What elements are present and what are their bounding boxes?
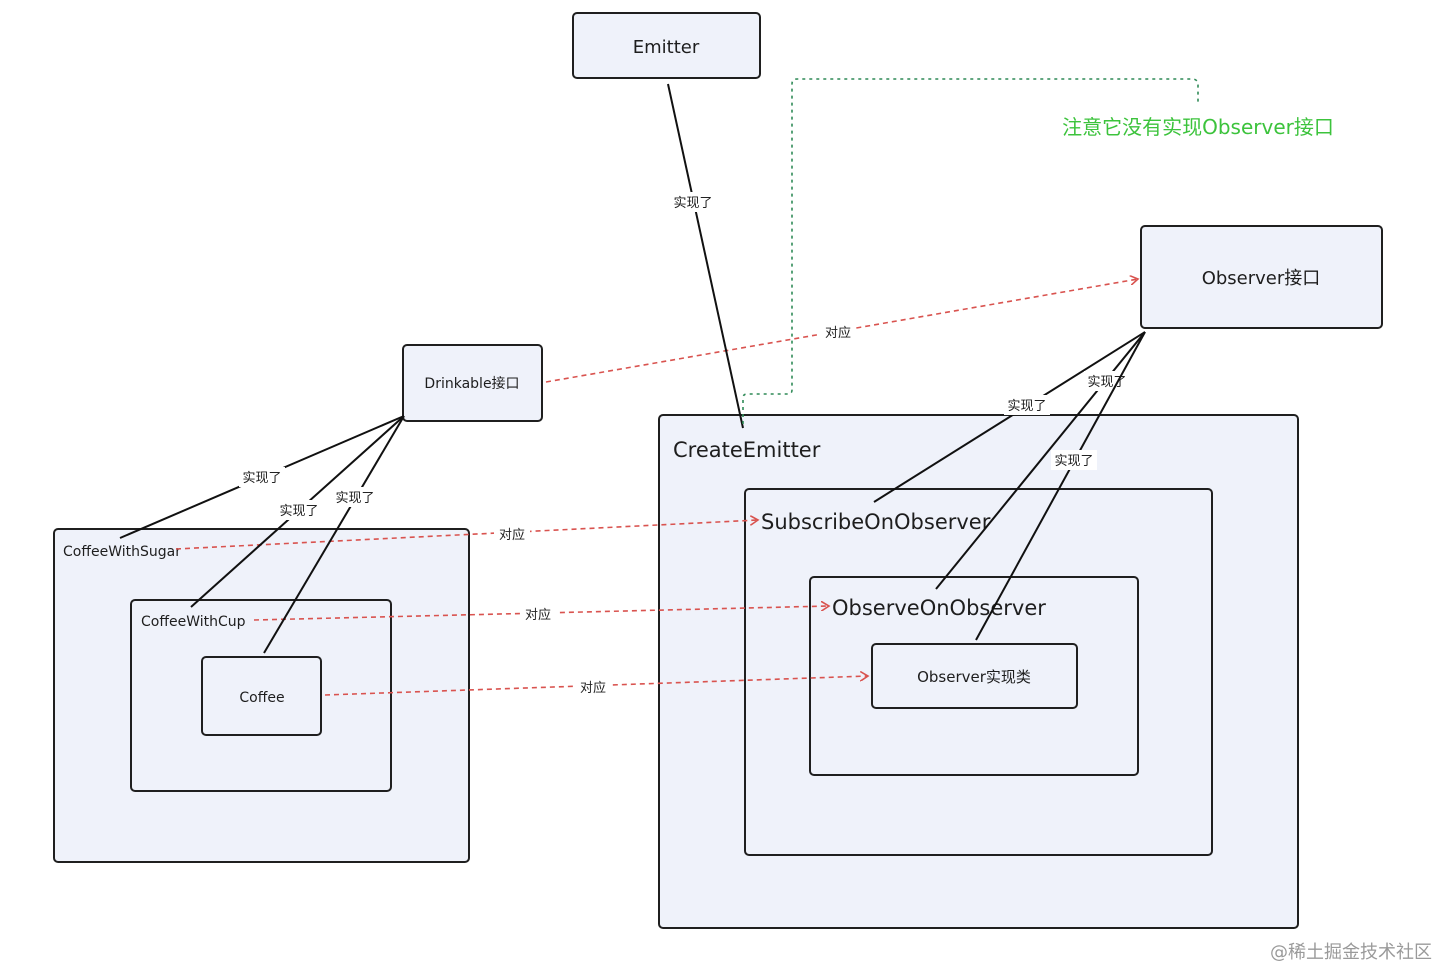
implements-sugar-to-drinkable: 实现了 [119,415,405,539]
observer-interface-label: Observer接口 [1202,268,1321,289]
drinkable-interface-label: Drinkable接口 [424,375,519,392]
note-text: 注意它没有实现Observer接口 [1062,115,1334,139]
implements-create-emitter-to-emitter: 实现了 [667,83,744,429]
corresponds-coffee-to-impl: 对应 [324,676,868,698]
drinkable-interface-node[interactable]: Drinkable接口 [402,344,543,422]
create-emitter-label: CreateEmitter [673,438,821,462]
implements-label: 实现了 [673,196,712,211]
corresponds-label: 对应 [499,527,525,543]
implements-label: 实现了 [1087,375,1126,390]
emitter-label: Emitter [633,37,700,58]
corresponds-drinkable-to-observer: 对应 [545,279,1138,383]
implements-impl-to-observer: 实现了 [975,331,1146,641]
subscribe-on-observer-label: SubscribeOnObserver [761,510,991,534]
implements-label: 实现了 [335,491,374,506]
corresponds-label: 对应 [580,680,606,696]
implements-cup-to-drinkable: 实现了 [190,415,405,608]
implements-label: 实现了 [279,504,318,519]
implements-subscribe-to-observer: 实现了 [873,331,1146,503]
observer-impl-node[interactable]: Observer实现类 [871,643,1078,709]
implements-observe-to-observer: 实现了 [935,331,1146,590]
observer-interface-node[interactable]: Observer接口 [1140,225,1383,329]
note-callout: 注意它没有实现Observer接口 [742,78,1334,424]
coffee-with-sugar-label: CoffeeWithSugar [63,544,181,560]
implements-label: 实现了 [1054,454,1093,469]
implements-label: 实现了 [1007,399,1046,414]
coffee-label: Coffee [239,690,284,706]
corresponds-label: 对应 [825,325,851,341]
emitter-node[interactable]: Emitter [572,12,761,79]
corresponds-sugar-to-subscribe: 对应 [175,520,758,550]
corresponds-label: 对应 [525,607,551,623]
corresponds-cup-to-observe: 对应 [253,605,829,625]
implements-coffee-to-drinkable: 实现了 [263,415,405,654]
observe-on-observer-label: ObserveOnObserver [832,596,1046,620]
coffee-with-cup-label: CoffeeWithCup [141,614,246,630]
implements-label: 实现了 [242,471,281,486]
watermark: @稀土掘金技术社区 [1270,942,1432,963]
coffee-node[interactable]: Coffee [201,656,322,736]
observer-impl-label: Observer实现类 [917,668,1031,686]
